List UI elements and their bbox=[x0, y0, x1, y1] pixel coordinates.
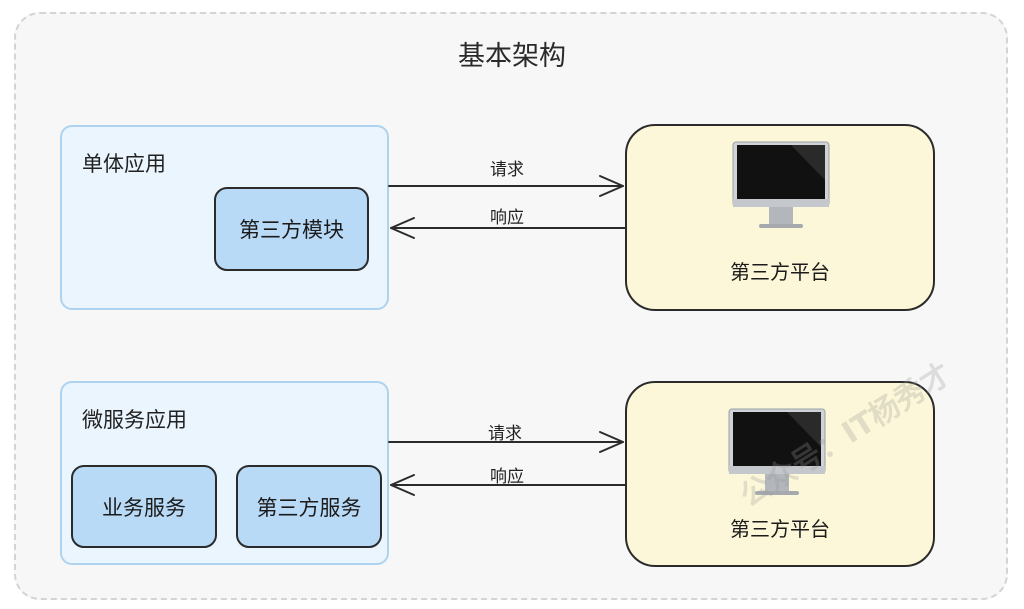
third-party-service-box: 第三方服务 bbox=[236, 465, 382, 548]
request-label-top: 请求 bbox=[490, 160, 524, 180]
third-party-platform-box-top: 第三方平台 bbox=[625, 124, 935, 311]
monolith-app-box: 单体应用 第三方模块 bbox=[60, 125, 389, 310]
diagram-title: 基本架构 bbox=[458, 41, 566, 72]
monitor-icon bbox=[728, 408, 826, 495]
monolith-app-label: 单体应用 bbox=[82, 152, 166, 176]
platform-label-top: 第三方平台 bbox=[730, 260, 830, 284]
third-party-module-box: 第三方模块 bbox=[214, 187, 369, 271]
business-service-box: 业务服务 bbox=[71, 465, 217, 548]
request-label-bottom: 请求 bbox=[488, 424, 522, 444]
third-party-platform-box-bottom: 第三方平台 bbox=[625, 381, 935, 567]
monitor-icon bbox=[732, 141, 830, 228]
microservice-app-label: 微服务应用 bbox=[82, 408, 187, 432]
microservice-app-box: 微服务应用 业务服务 第三方服务 bbox=[60, 381, 389, 565]
platform-label-bottom: 第三方平台 bbox=[730, 517, 830, 541]
response-label-bottom: 响应 bbox=[490, 467, 524, 487]
response-label-top: 响应 bbox=[490, 208, 524, 228]
